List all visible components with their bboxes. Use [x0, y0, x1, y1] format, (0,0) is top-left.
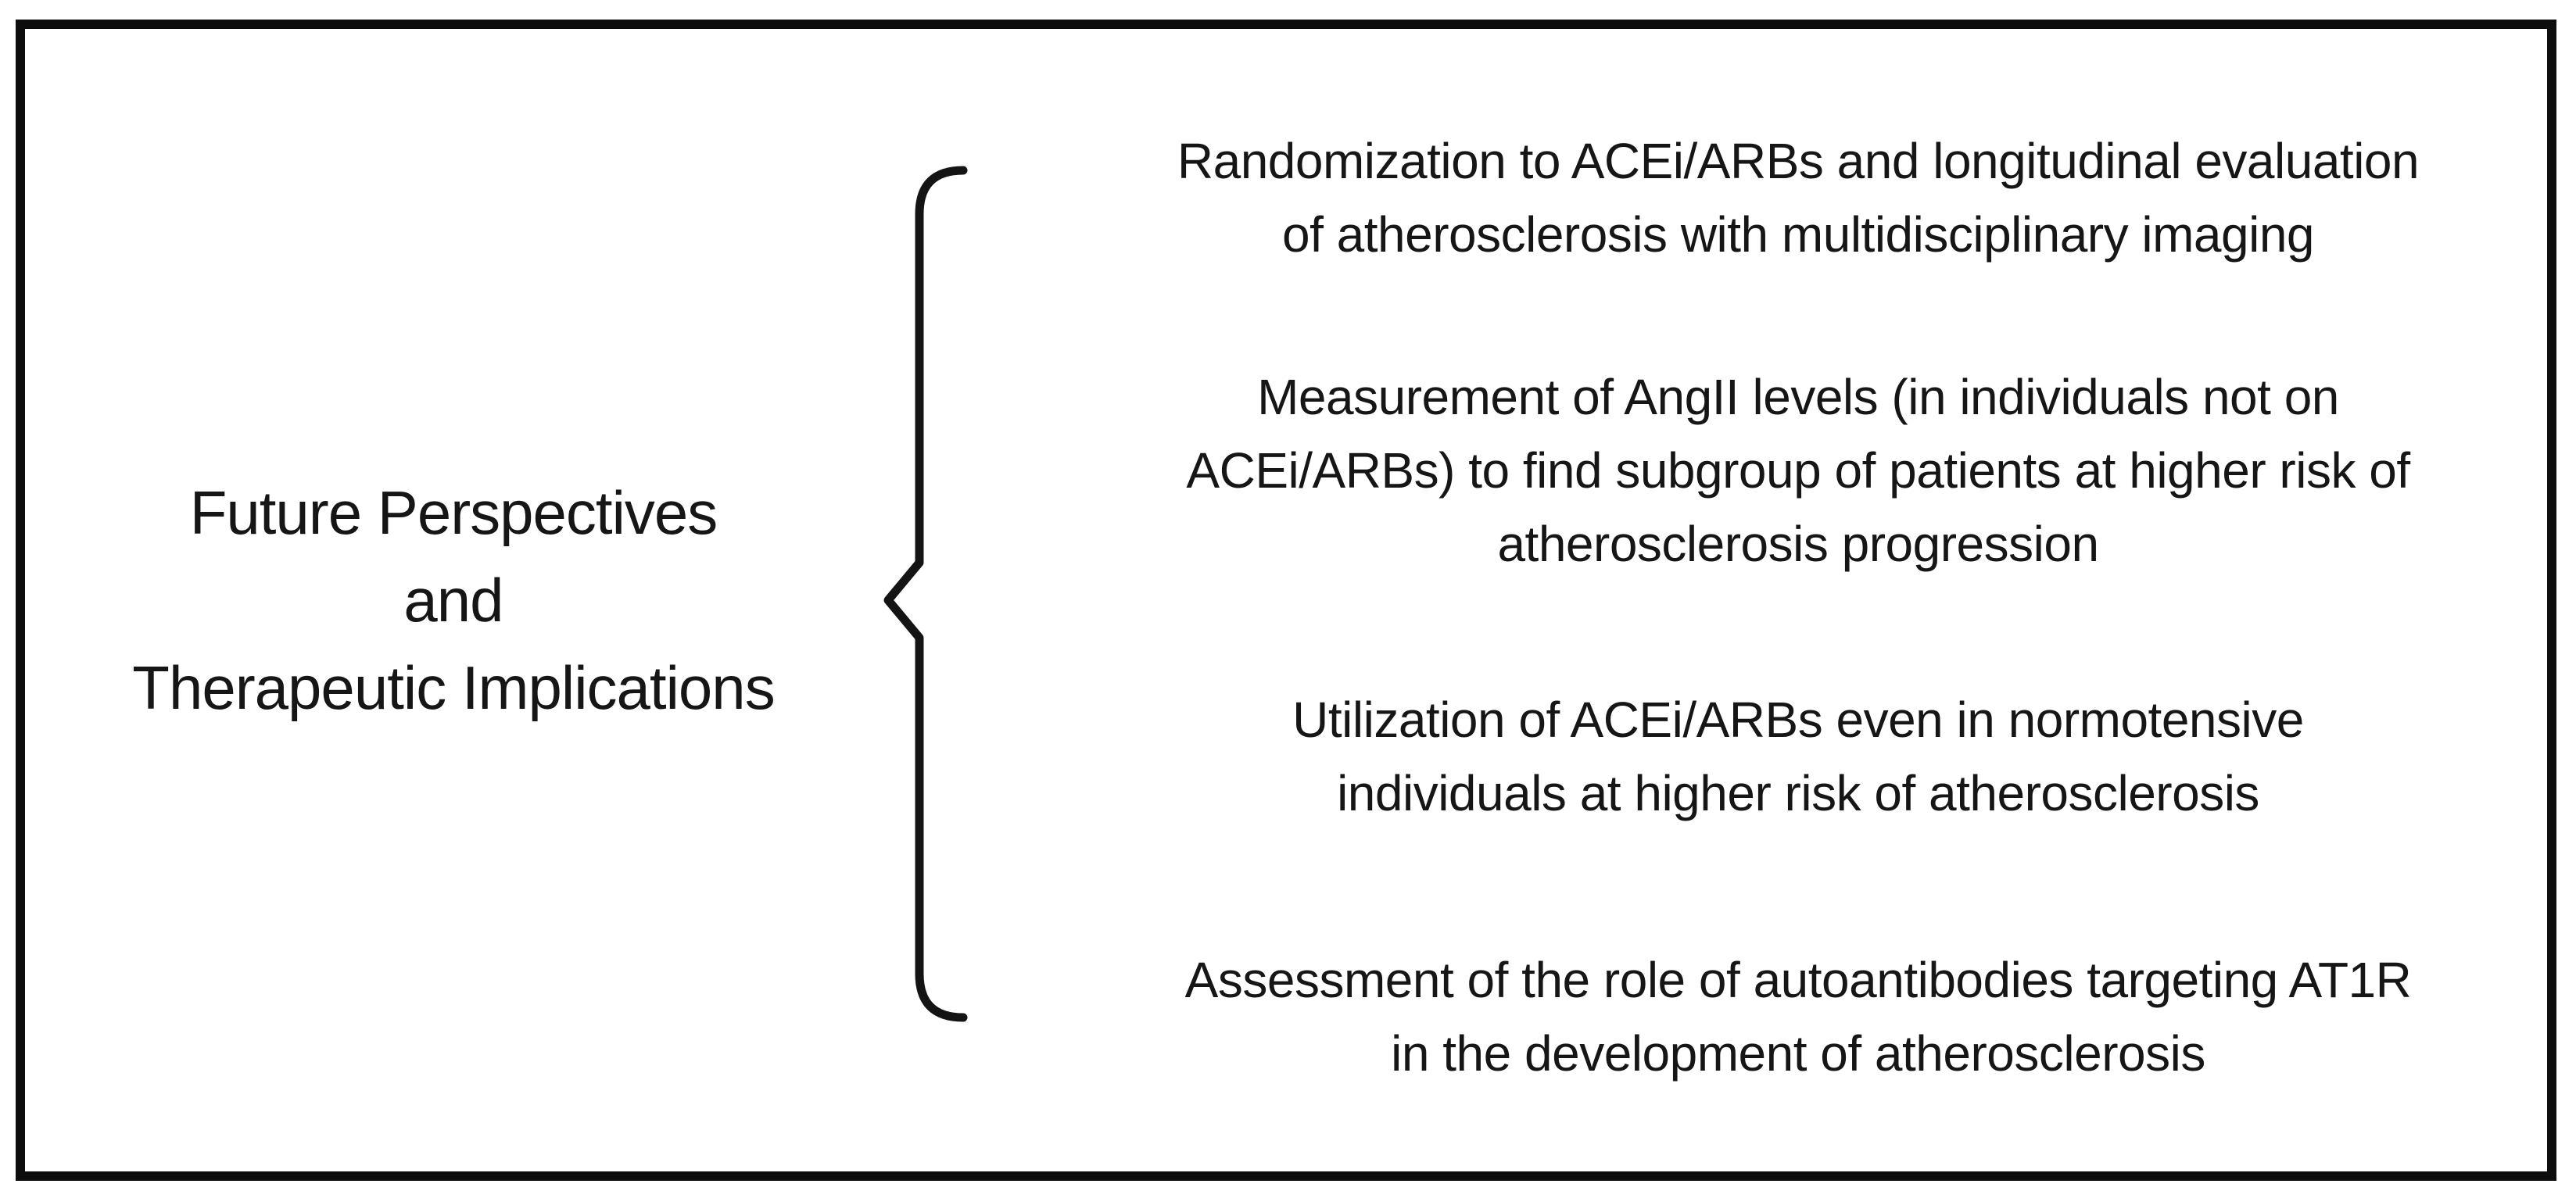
figure-border: [16, 20, 2556, 1181]
curly-brace-icon: [883, 166, 968, 1022]
left-label-line-2: and: [403, 566, 503, 635]
list-item-line: individuals at higher risk of atheroscle…: [1337, 765, 2259, 821]
left-label-line-1: Future Perspectives: [189, 478, 718, 547]
list-item-assessment: Assessment of the role of autoantibodies…: [1048, 943, 2549, 1090]
list-item-line: Utilization of ACEi/ARBs even in normote…: [1292, 692, 2304, 748]
list-item-line: ACEi/ARBs) to find subgroup of patients …: [1186, 442, 2410, 499]
list-item-line: Measurement of AngII levels (in individu…: [1257, 369, 2339, 425]
list-item-measurement: Measurement of AngII levels (in individu…: [1048, 360, 2549, 581]
list-item-randomization: Randomization to ACEi/ARBs and longitudi…: [1048, 124, 2549, 271]
left-label: Future Perspectives and Therapeutic Impl…: [31, 469, 876, 731]
left-label-line-3: Therapeutic Implications: [132, 653, 775, 722]
list-item-line: Assessment of the role of autoantibodies…: [1184, 952, 2412, 1008]
list-item-line: atherosclerosis progression: [1497, 516, 2099, 572]
list-item-line: in the development of atherosclerosis: [1391, 1025, 2205, 1082]
list-item-utilization: Utilization of ACEi/ARBs even in normote…: [1048, 683, 2549, 830]
list-item-line: of atherosclerosis with multidisciplinar…: [1281, 206, 2315, 263]
list-item-line: Randomization to ACEi/ARBs and longitudi…: [1177, 133, 2420, 189]
